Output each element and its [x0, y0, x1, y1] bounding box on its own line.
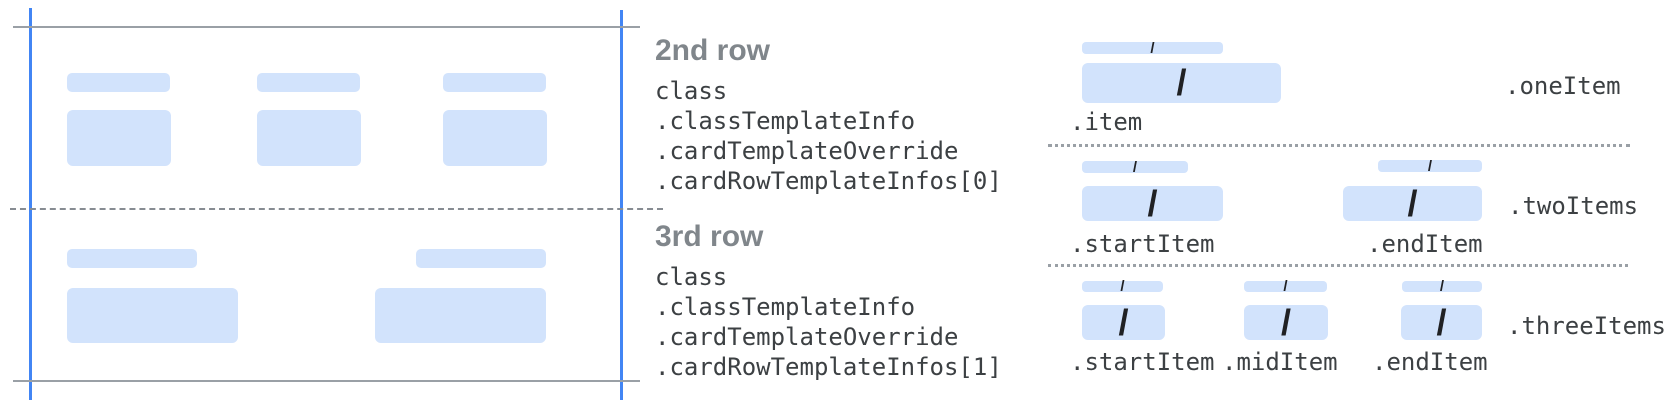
slash-icon: /	[1436, 301, 1447, 343]
field-value-placeholder	[257, 110, 361, 166]
slash-icon: /	[1150, 39, 1155, 57]
item-label-bar: /	[1378, 157, 1482, 175]
layout-divider-1	[1048, 144, 1630, 147]
field-label-placeholder	[416, 249, 546, 268]
item-label-bar: /	[1402, 278, 1482, 295]
item-value-bar: /	[1343, 182, 1482, 224]
item-label: .startItem	[1070, 348, 1215, 376]
layout-name-label: .threeItems	[1507, 312, 1666, 340]
slash-icon: /	[1118, 301, 1129, 343]
slash-icon: /	[1427, 157, 1433, 175]
item-value-bar: /	[1401, 301, 1482, 343]
item-label-bar: /	[1082, 158, 1188, 176]
row3-path-line: .cardRowTemplateInfos[1]	[655, 353, 1002, 381]
card-right-edge-guide	[620, 10, 623, 400]
slash-icon: /	[1439, 278, 1445, 295]
item-label: .item	[1070, 108, 1143, 136]
row2-path-line: .classTemplateInfo	[655, 107, 916, 135]
slash-icon: /	[1407, 182, 1418, 224]
item-value-bar: /	[1082, 182, 1223, 224]
rows-bottom-guide	[13, 380, 640, 382]
layout-name-label: .twoItems	[1508, 192, 1639, 220]
slash-icon: /	[1120, 278, 1125, 295]
item-label: .startItem	[1070, 230, 1215, 258]
item-label: .midItem	[1222, 348, 1338, 376]
item-value-bar: /	[1244, 301, 1328, 343]
field-value-placeholder	[67, 110, 171, 166]
item-label-bar: /	[1082, 39, 1223, 57]
item-label-bar: /	[1082, 278, 1163, 295]
item-label: .endItem	[1372, 348, 1488, 376]
slash-icon: /	[1280, 301, 1291, 343]
slash-icon: /	[1176, 62, 1187, 103]
slash-icon: /	[1283, 278, 1288, 295]
row3-path-line: class	[655, 263, 728, 291]
slash-icon: /	[1132, 158, 1138, 176]
row3-title: 3rd row	[655, 220, 764, 253]
field-label-placeholder	[67, 73, 170, 92]
field-value-placeholder	[67, 288, 238, 343]
item-label-bar: /	[1244, 278, 1327, 295]
item-label: .endItem	[1367, 230, 1483, 258]
field-label-placeholder	[67, 249, 197, 268]
row2-path-line: .cardRowTemplateInfos[0]	[655, 167, 1002, 195]
layout-name-label: .oneItem	[1505, 72, 1621, 100]
row2-path-line: class	[655, 77, 728, 105]
row-divider-dashed-line	[10, 208, 663, 210]
row2-title: 2nd row	[655, 34, 771, 67]
field-label-placeholder	[443, 73, 546, 92]
item-value-bar: /	[1082, 301, 1165, 343]
row2-path-line: .cardTemplateOverride	[655, 137, 959, 165]
card-left-edge-guide	[29, 8, 32, 400]
row3-path-line: .cardTemplateOverride	[655, 323, 959, 351]
rows-top-guide	[13, 26, 640, 28]
slash-icon: /	[1147, 182, 1158, 224]
field-value-placeholder	[443, 110, 547, 166]
row3-path-line: .classTemplateInfo	[655, 293, 916, 321]
field-value-placeholder	[375, 288, 546, 343]
item-value-bar: /	[1082, 63, 1281, 103]
layout-divider-2	[1048, 264, 1628, 267]
row2-annotation: 2nd row class .classTemplateInfo .cardTe…	[655, 36, 1002, 196]
field-label-placeholder	[257, 73, 360, 92]
row3-annotation: 3rd row class .classTemplateInfo .cardTe…	[655, 222, 1002, 382]
